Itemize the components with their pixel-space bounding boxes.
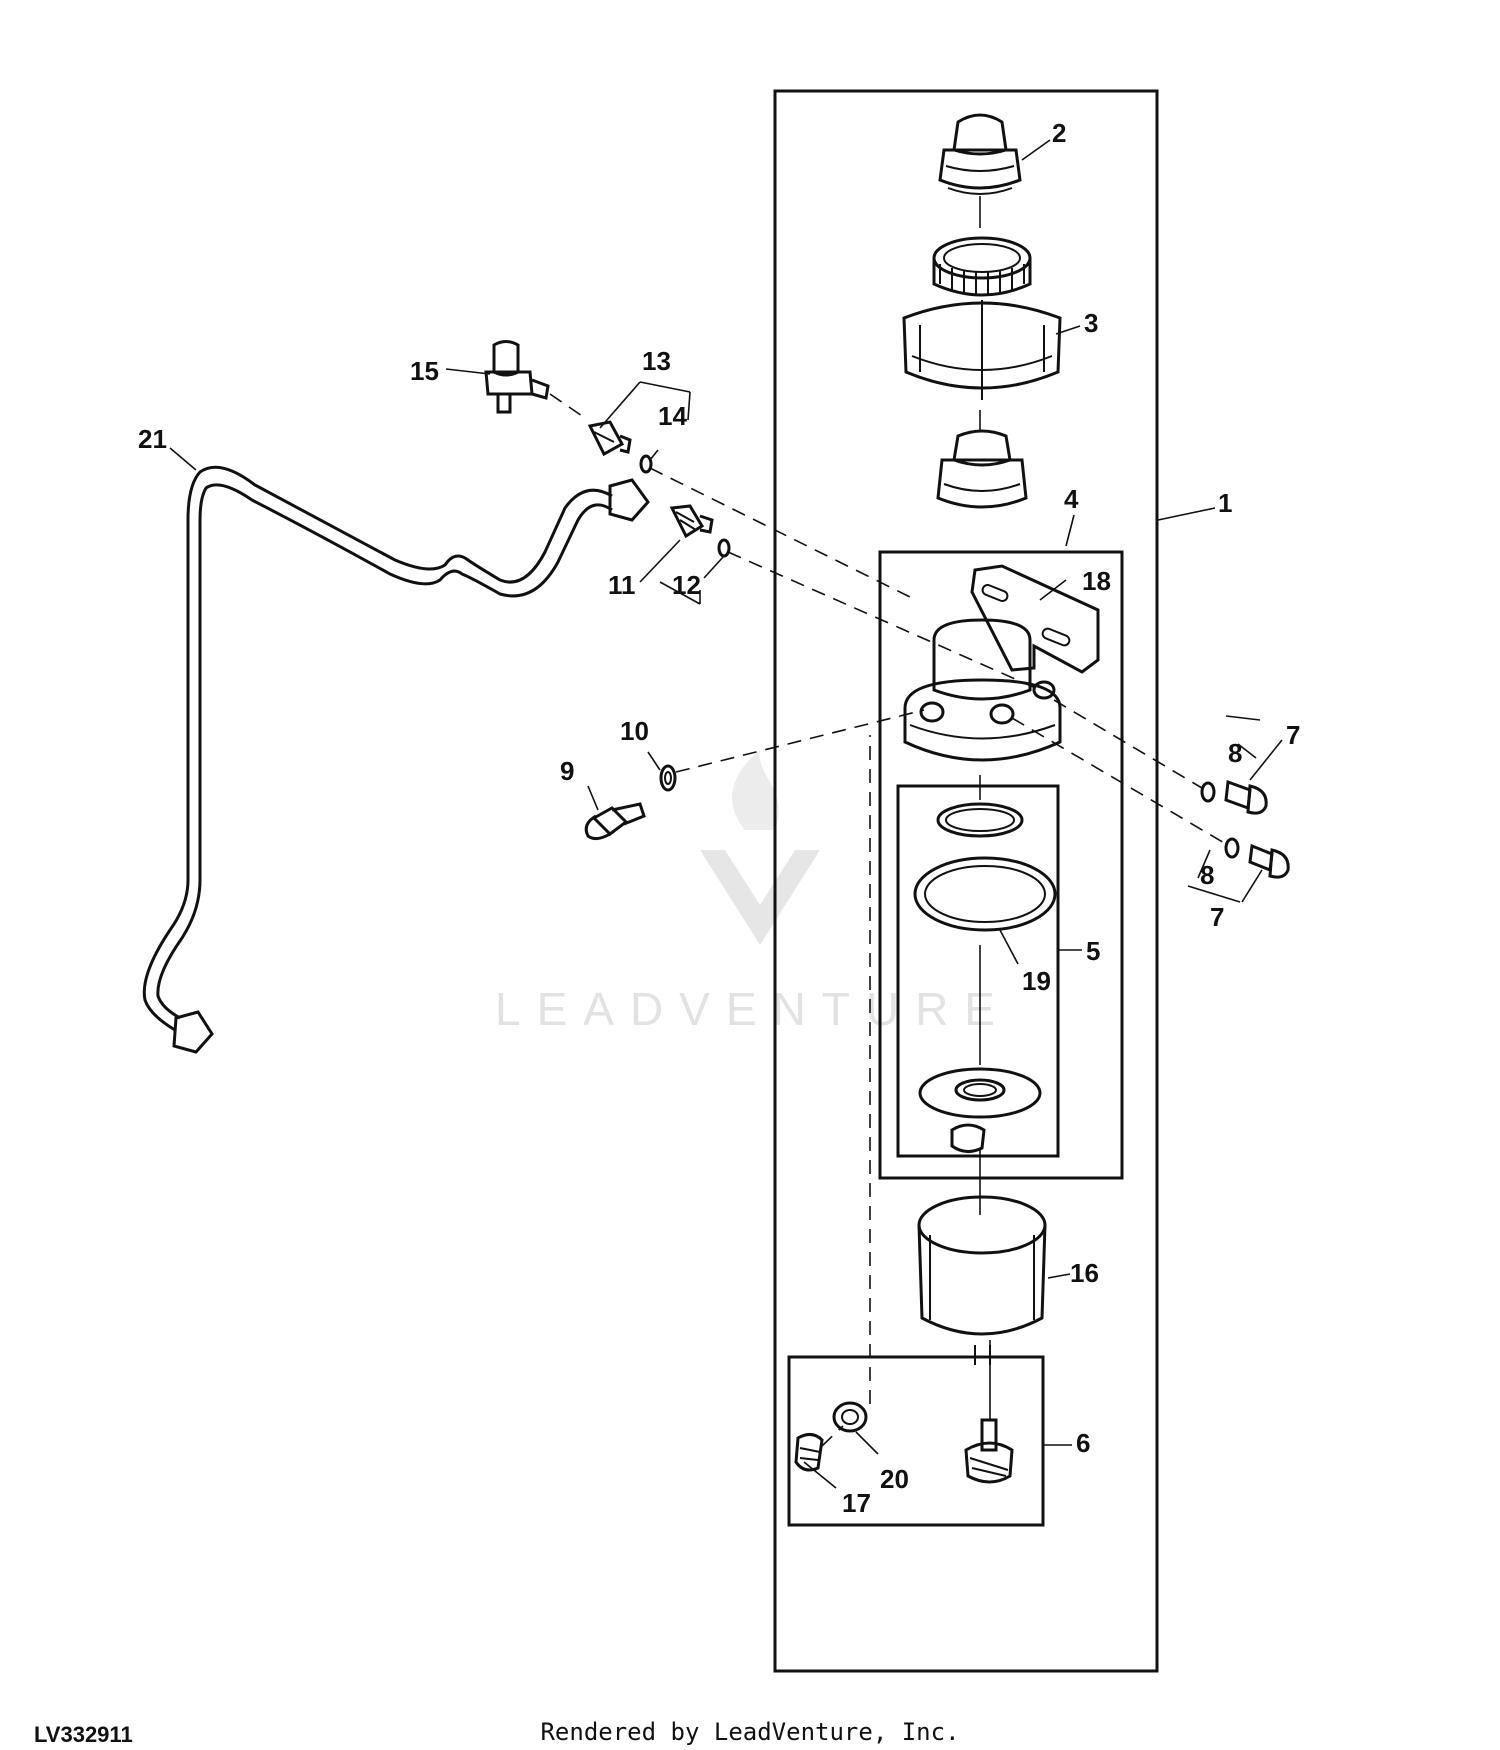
callout-21: 21 <box>138 424 167 454</box>
callout-4: 4 <box>1064 484 1079 514</box>
callout-8-upper: 8 <box>1228 738 1242 768</box>
callout-13: 13 <box>642 346 671 376</box>
watermark-logo <box>700 850 820 945</box>
dash-fitting-11 <box>727 551 1041 691</box>
callout-7-lower: 7 <box>1210 902 1224 932</box>
callout-8-lower: 8 <box>1200 860 1214 890</box>
callout-6: 6 <box>1076 1428 1090 1458</box>
callout-19: 19 <box>1022 966 1051 996</box>
frame-kit-5 <box>896 784 1060 1158</box>
callout-11: 11 <box>608 570 636 600</box>
leader-lines <box>169 139 1283 1489</box>
callout-7-upper: 7 <box>1286 720 1300 750</box>
callout-17: 17 <box>842 1488 871 1518</box>
part-filter-kit <box>913 802 1057 1153</box>
watermark-flame <box>732 750 779 830</box>
callout-20: 20 <box>880 1464 909 1494</box>
part-plug-upper <box>1200 779 1268 815</box>
part-fitting-13 <box>587 420 653 474</box>
callout-14: 14 <box>658 401 687 431</box>
dash-plug-upper <box>1053 699 1203 789</box>
watermark-text: LEADVENTURE <box>495 983 1011 1035</box>
dash-plug-lower <box>1011 717 1227 845</box>
part-collar-ring <box>902 236 1062 400</box>
frame-assembly-4 <box>878 550 1124 1180</box>
part-drain-valve <box>794 1401 1014 1484</box>
part-filter-element <box>917 1195 1047 1365</box>
dash-fitting-13 <box>649 467 913 599</box>
part-cap-screw <box>584 764 677 841</box>
part-connector <box>484 340 550 414</box>
part-fuel-line <box>142 465 650 1054</box>
dash-drain-screw <box>821 1425 844 1447</box>
frame-kit-6 <box>787 1355 1045 1527</box>
figure-id: LV332911 <box>34 1722 133 1747</box>
frame-assembly-1 <box>773 89 1159 1673</box>
callout-1: 1 <box>1218 488 1232 518</box>
callout-5: 5 <box>1086 936 1100 966</box>
dash-connector <box>549 393 589 421</box>
dash-cap-screw <box>675 709 925 773</box>
callout-15: 15 <box>410 356 439 386</box>
callout-16: 16 <box>1070 1258 1099 1288</box>
callout-10: 10 <box>620 716 649 746</box>
watermark: LEADVENTURE <box>495 750 1011 1035</box>
part-bowl-cap <box>936 429 1028 509</box>
callout-2: 2 <box>1052 118 1066 148</box>
part-fitting-11 <box>669 504 731 558</box>
render-credit: Rendered by LeadVenture, Inc. <box>540 1718 960 1746</box>
part-plug-lower <box>1224 837 1290 879</box>
callout-12: 12 <box>672 570 701 600</box>
part-vent-plug <box>938 113 1022 195</box>
part-filter-head <box>903 618 1062 762</box>
callout-9: 9 <box>560 756 574 786</box>
callout-18: 18 <box>1082 566 1111 596</box>
callout-3: 3 <box>1084 308 1098 338</box>
part-mounting-bracket <box>970 564 1100 674</box>
